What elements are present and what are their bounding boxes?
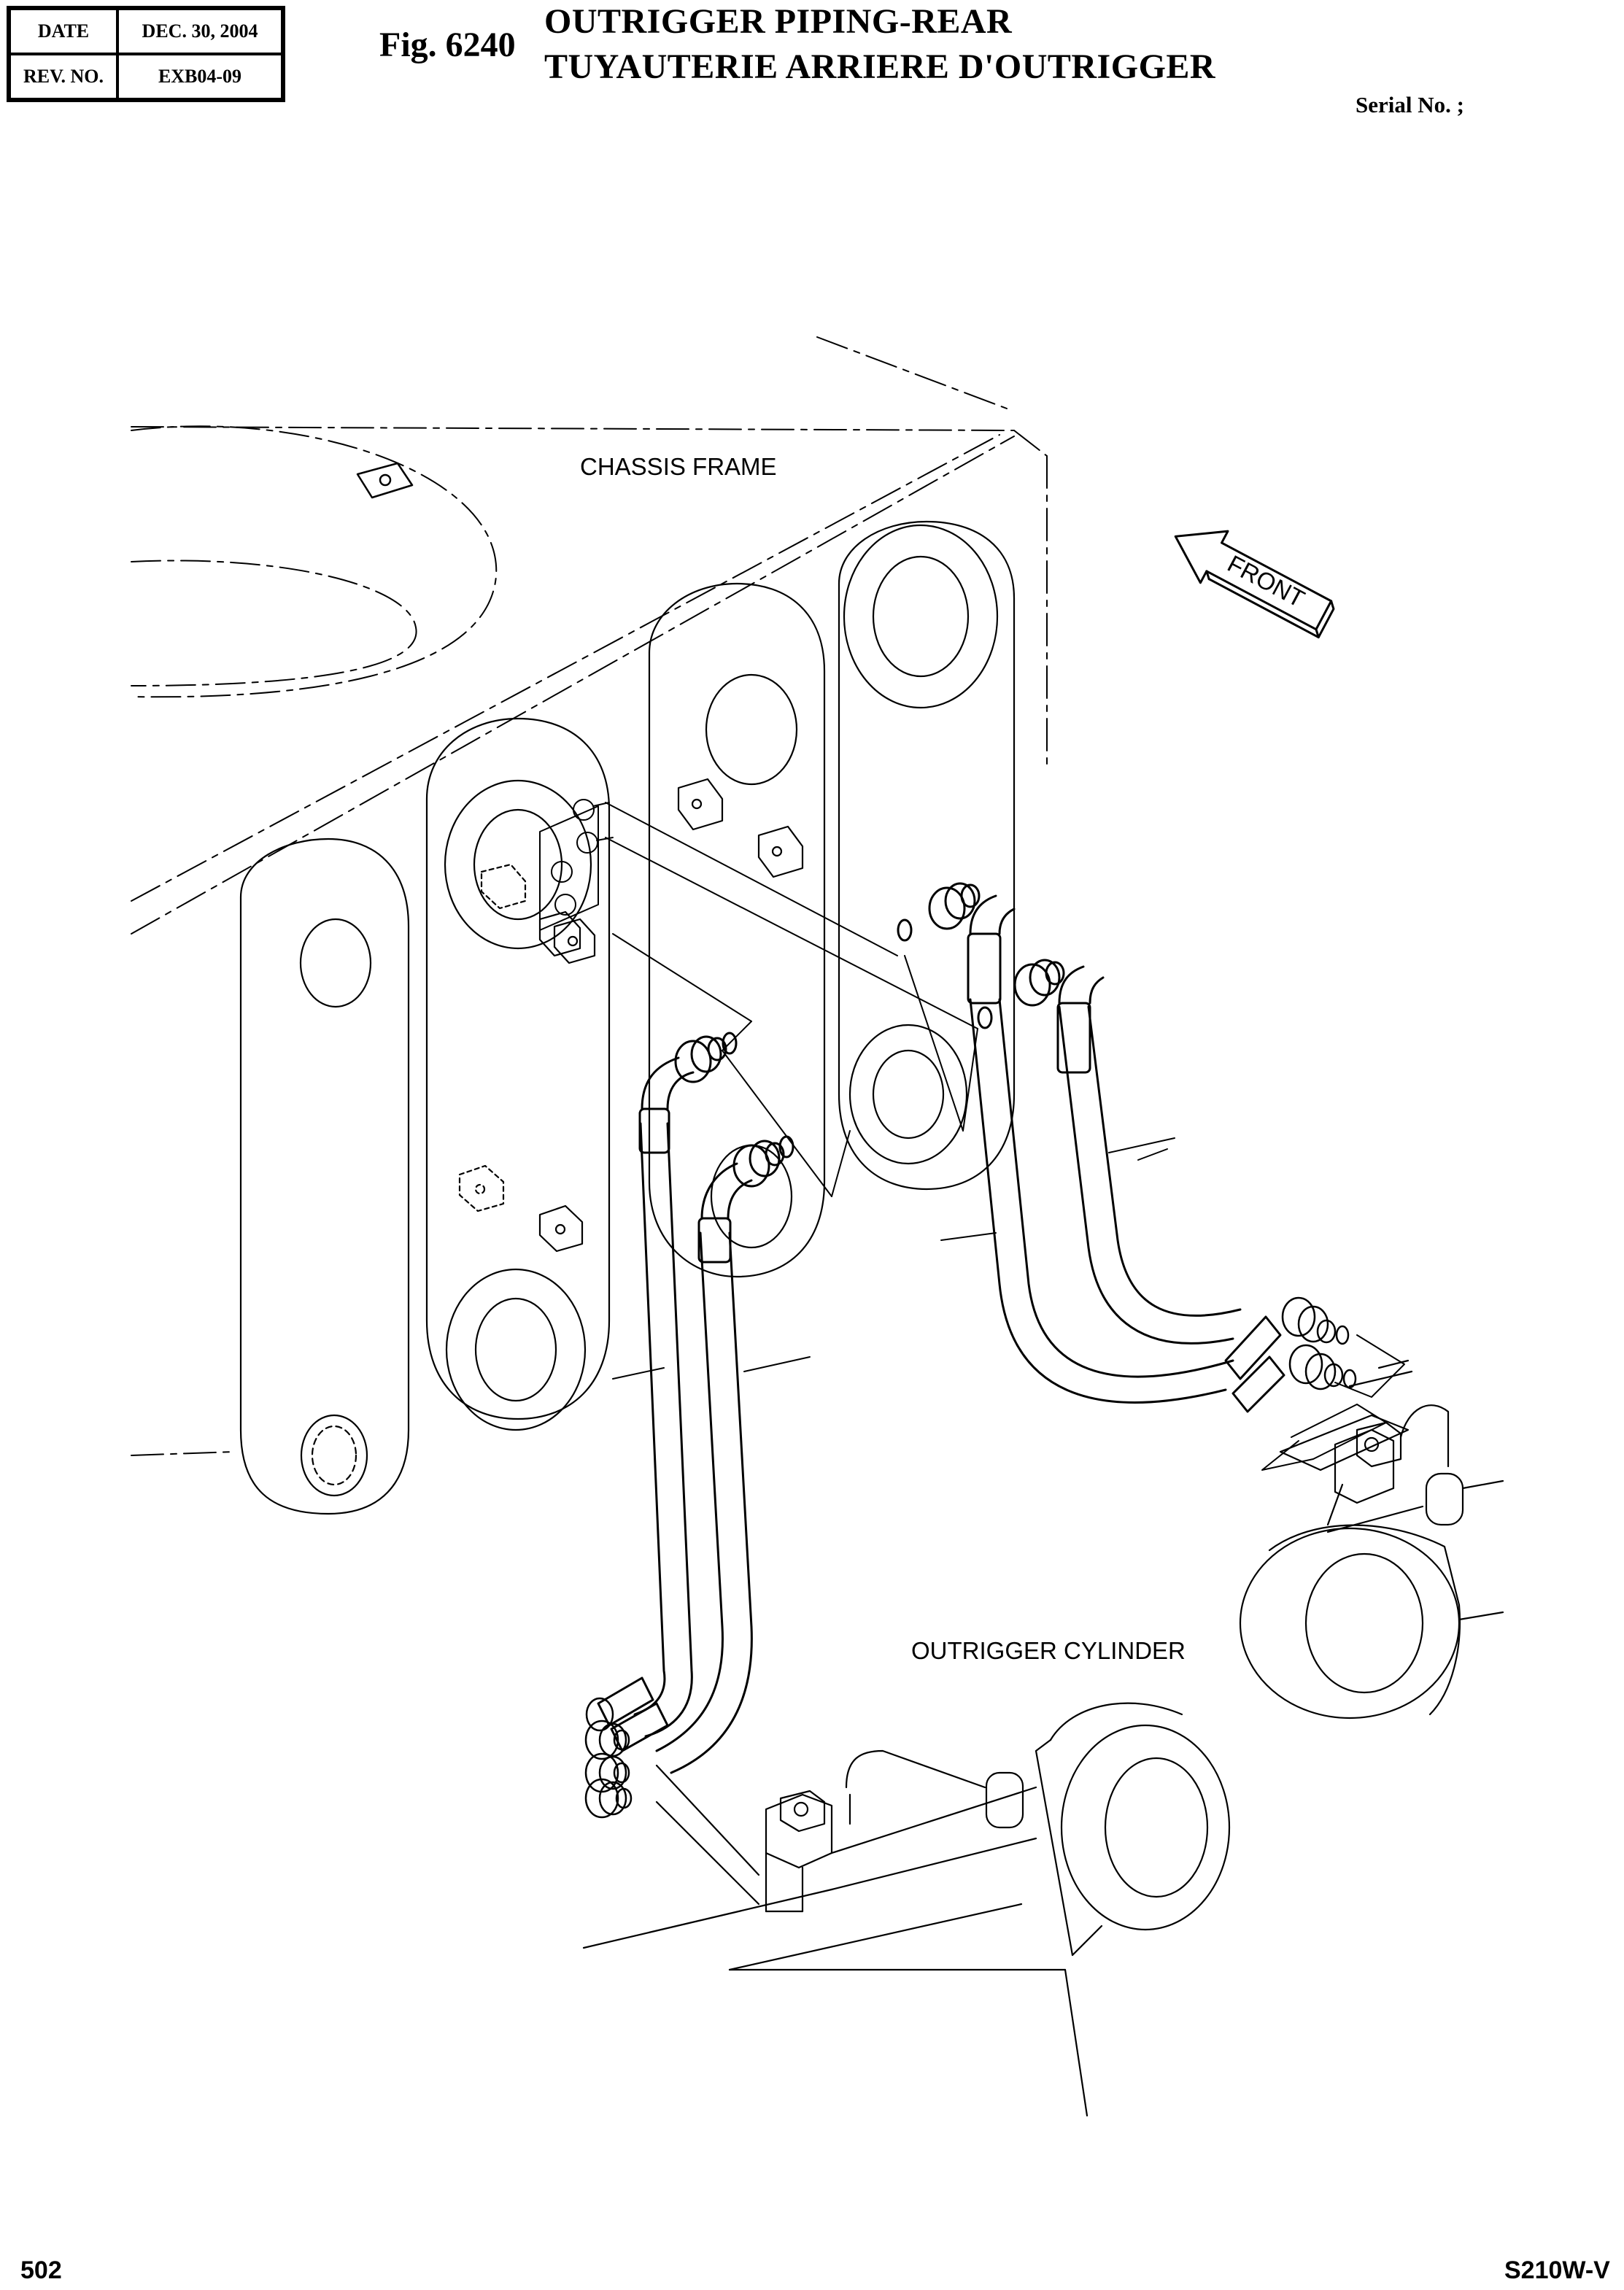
page-number: 502 [20, 2256, 62, 2284]
left-hose-pair [597, 1032, 794, 1774]
front-arrow-icon [1174, 530, 1335, 639]
label-outrigger-cylinder: OUTRIGGER CYLINDER [911, 1637, 1186, 1664]
figure-number: Fig. 6240 [379, 26, 516, 64]
date-label: DATE [9, 9, 117, 54]
chassis-lower-lines [612, 1137, 1175, 1380]
title-french: TUYAUTERIE ARRIERE D'OUTRIGGER [544, 47, 1216, 86]
left-bracket-plate [239, 838, 410, 1515]
right-bottom-fittings [1281, 1296, 1357, 1390]
plate-lugs [458, 778, 804, 1253]
rev-value: EXB04-09 [117, 54, 282, 99]
fitting-guide-lines [1137, 1148, 1405, 1471]
middle-bracket-plate [425, 717, 611, 1431]
serial-number: Serial No. ; [1356, 92, 1464, 117]
swivel-manifold [539, 799, 614, 931]
label-chassis-frame: CHASSIS FRAME [580, 453, 777, 480]
right-hose-pair [897, 882, 1285, 1413]
title-english: OUTRIGGER PIPING-REAR [544, 2, 1013, 41]
oval-clip [356, 462, 414, 499]
date-value: DEC. 30, 2004 [117, 9, 282, 54]
inner-bracket-plate [648, 582, 826, 1278]
leader-lines [605, 802, 978, 1197]
model-number: S210W-V [1504, 2256, 1610, 2284]
left-bottom-fittings [584, 1697, 633, 1819]
right-bracket-plate [838, 520, 1016, 1191]
chassis-oval-cutout [131, 425, 498, 698]
rev-label: REV. NO. [9, 54, 117, 99]
lower-outrigger-cylinder [582, 1702, 1231, 2117]
chassis-frame-outline [131, 336, 1048, 1456]
revision-table: DATE DEC. 30, 2004 REV. NO. EXB04-09 [7, 6, 285, 102]
